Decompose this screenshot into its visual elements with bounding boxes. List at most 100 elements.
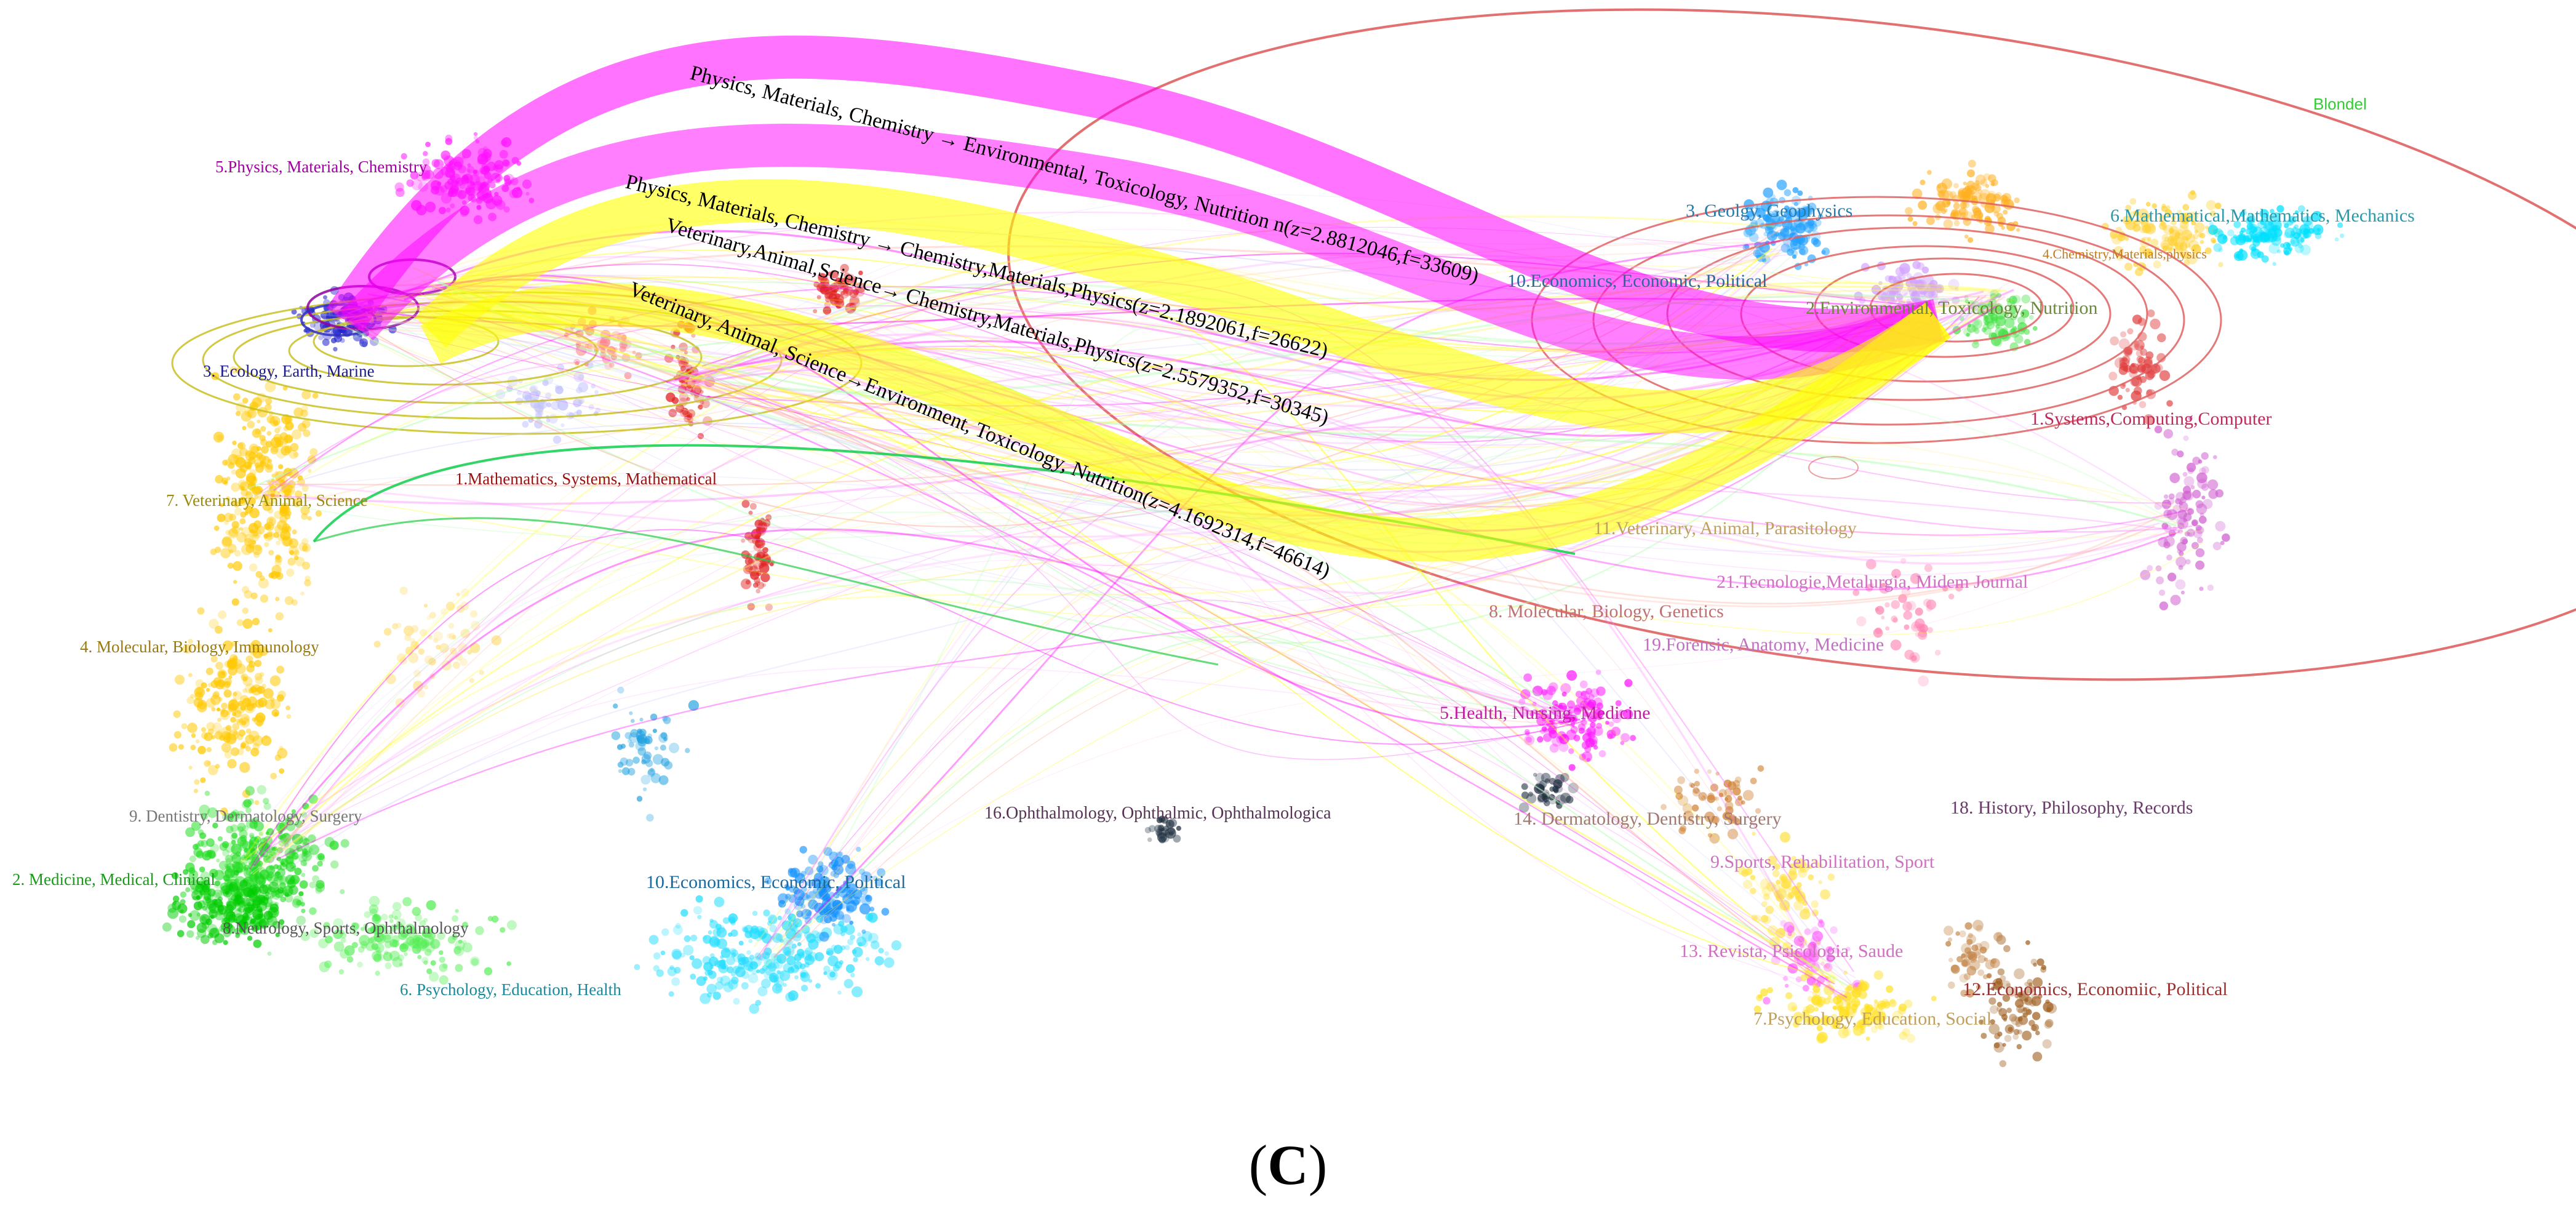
cluster-dot	[196, 913, 201, 917]
cluster-dot	[551, 401, 560, 410]
cluster-dot	[247, 935, 253, 941]
cluster-dot	[249, 532, 260, 542]
cluster-dot	[462, 942, 473, 953]
cluster-dot	[189, 855, 196, 863]
cluster-dot	[229, 528, 238, 537]
cluster-dot	[1889, 999, 1897, 1007]
right-cluster-label: 12.Economics, Economiic, Political	[1963, 979, 2228, 999]
cluster-dot	[684, 380, 688, 384]
cluster-dot	[415, 914, 423, 922]
cluster-dot	[491, 915, 499, 923]
cluster-dot	[748, 558, 755, 565]
cluster-dot	[2035, 1030, 2040, 1036]
cluster-dot	[221, 536, 233, 546]
cluster-dot	[506, 961, 511, 966]
cluster-dot	[748, 510, 753, 515]
cluster-dot	[233, 870, 239, 876]
cluster-dot	[1974, 180, 1980, 186]
cluster-dot	[254, 458, 263, 468]
cluster-dot	[281, 833, 291, 842]
cluster-dot	[660, 950, 666, 956]
cluster-dot	[424, 948, 432, 956]
right-cluster-label: 16.Ophthalmology, Ophthalmic, Ophthalmol…	[984, 804, 1331, 823]
cluster-dot	[1857, 982, 1868, 992]
right-cluster-label: 14. Dermatology, Dentistry, Surgery	[1513, 809, 1781, 829]
cluster-dot	[843, 272, 851, 279]
cluster-dot	[389, 919, 394, 923]
cluster-dot	[2032, 1012, 2041, 1020]
cluster-dot	[1741, 800, 1745, 805]
cluster-dot	[1812, 985, 1820, 993]
cluster-dot	[274, 555, 282, 563]
cluster-dot	[650, 767, 654, 772]
cluster-dot	[300, 931, 310, 942]
cluster-dot	[1886, 985, 1894, 993]
cluster-dot	[228, 454, 239, 465]
cluster-dot	[413, 670, 421, 678]
cluster-dot	[426, 900, 436, 910]
cluster-dot	[255, 676, 263, 685]
cluster-dot	[254, 800, 260, 806]
cluster-dot	[258, 842, 269, 853]
cluster-dot	[242, 676, 248, 682]
cluster-dot	[231, 526, 241, 534]
cluster-dot	[631, 719, 635, 723]
cluster-dot	[261, 842, 271, 852]
cluster-dot	[200, 888, 211, 899]
cluster-dot	[1630, 735, 1637, 742]
cluster-dot	[210, 914, 215, 919]
cluster-dot	[239, 527, 243, 531]
cluster-dot	[258, 697, 268, 708]
cluster-dot	[309, 881, 316, 889]
cluster-dot	[264, 533, 273, 542]
cluster-dot	[269, 895, 274, 899]
cluster-dot	[242, 790, 250, 798]
cluster-dot	[2268, 242, 2280, 254]
cluster-dot	[437, 931, 445, 940]
cluster-dot	[338, 969, 345, 975]
cluster-dot	[271, 473, 276, 478]
cluster-dot	[1566, 670, 1577, 681]
cluster-dot	[2121, 362, 2127, 369]
cluster-dot	[188, 867, 196, 874]
cluster-dot	[2298, 244, 2303, 249]
cluster-dot	[2261, 255, 2269, 263]
cluster-dot	[174, 674, 185, 685]
cluster-dot	[217, 836, 223, 842]
cluster-dot	[242, 618, 253, 629]
cluster-dot	[215, 474, 224, 484]
cluster-dot	[270, 699, 281, 710]
cluster-dot	[351, 922, 359, 930]
cluster-dot	[255, 570, 263, 578]
cluster-dot	[206, 849, 212, 856]
cluster-dot	[302, 802, 309, 810]
cluster-dot	[425, 942, 436, 953]
cluster-dot	[394, 182, 404, 192]
cluster-dot	[1582, 733, 1592, 742]
cluster-dot	[282, 484, 289, 491]
cluster-dot	[227, 562, 234, 569]
cluster-dot	[760, 572, 770, 582]
cluster-dot	[442, 963, 448, 969]
cluster-dot	[211, 707, 216, 712]
cluster-dot	[832, 290, 837, 295]
cluster-dot	[180, 891, 187, 898]
cluster-dot	[1828, 998, 1834, 1004]
cluster-dot	[758, 562, 765, 569]
cluster-dot	[1987, 191, 1996, 199]
left-cluster-label: 4. Molecular, Biology, Immunology	[80, 638, 319, 656]
cluster-dot	[1903, 610, 1913, 620]
cluster-dot	[2193, 233, 2199, 240]
cluster-dot	[303, 862, 308, 866]
cluster-dot	[383, 628, 392, 636]
right-cluster-label: 10.Economics, Economic, Political	[1507, 271, 1767, 291]
cluster-dot	[221, 537, 233, 548]
cluster-dot	[249, 563, 258, 572]
cluster-dot	[419, 920, 426, 927]
cluster-dot	[1881, 615, 1885, 620]
cluster-dot	[298, 423, 307, 432]
cluster-dot	[257, 894, 266, 902]
cluster-dot	[279, 515, 287, 524]
cluster-dot	[281, 536, 292, 547]
cluster-dot	[250, 592, 258, 599]
